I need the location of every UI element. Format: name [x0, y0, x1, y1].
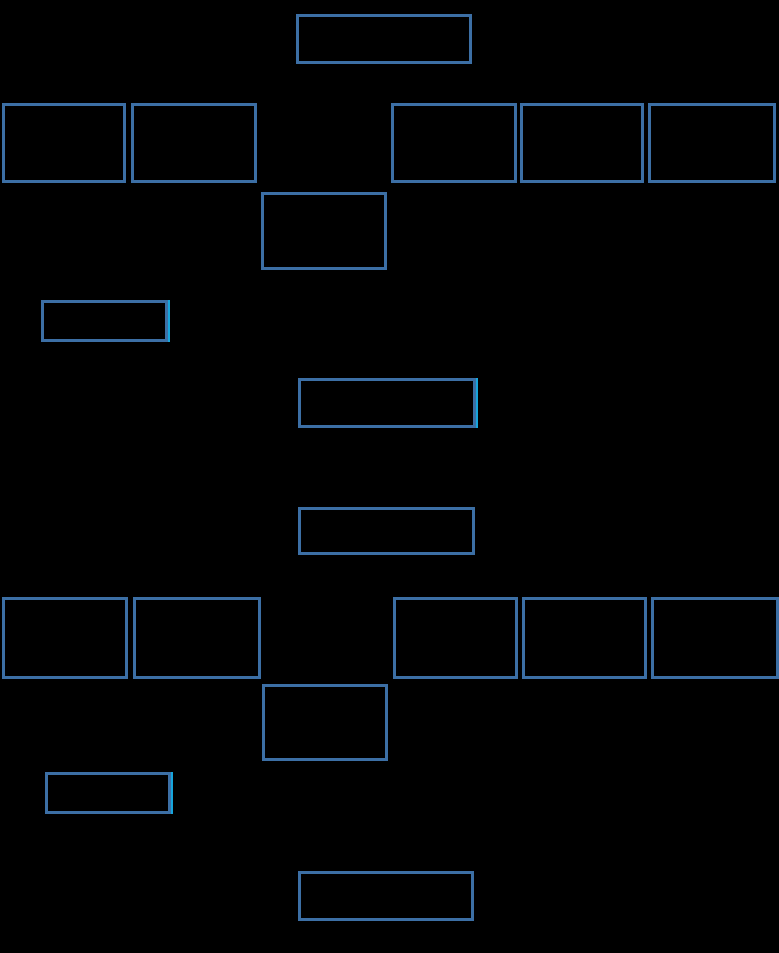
diagram-node-label [136, 600, 258, 676]
diagram-node-label [48, 775, 168, 811]
diagram-node[interactable] [262, 684, 388, 761]
diagram-node[interactable] [522, 597, 647, 679]
diagram-node[interactable] [133, 597, 261, 679]
diagram-node[interactable] [41, 300, 170, 342]
diagram-node[interactable] [520, 103, 644, 183]
diagram-node[interactable] [2, 103, 126, 183]
diagram-node[interactable] [391, 103, 517, 183]
diagram-node[interactable] [298, 871, 474, 921]
diagram-node-label [394, 106, 514, 180]
diagram-node[interactable] [131, 103, 257, 183]
diagram-node[interactable] [45, 772, 173, 814]
diagram-node[interactable] [298, 378, 478, 428]
diagram-node-label [5, 106, 123, 180]
diagram-node[interactable] [2, 597, 128, 679]
diagram-node-label [396, 600, 515, 676]
diagram-node-label [44, 303, 165, 339]
diagram-node[interactable] [296, 14, 472, 64]
diagram-node-label [134, 106, 254, 180]
diagram-node-label [299, 17, 469, 61]
diagram-node-label [301, 874, 471, 918]
diagram-node-label [5, 600, 125, 676]
diagram-node-label [264, 195, 384, 267]
diagram-node[interactable] [651, 597, 779, 679]
diagram-node-label [654, 600, 776, 676]
diagram-node-label [301, 381, 473, 425]
diagram-node-label [265, 687, 385, 758]
diagram-node[interactable] [648, 103, 776, 183]
diagram-node[interactable] [298, 507, 475, 555]
diagram-node-label [523, 106, 641, 180]
diagram-node[interactable] [393, 597, 518, 679]
diagram-node-label [651, 106, 773, 180]
diagram-node-label [525, 600, 644, 676]
diagram-node[interactable] [261, 192, 387, 270]
diagram-node-label [301, 510, 472, 552]
